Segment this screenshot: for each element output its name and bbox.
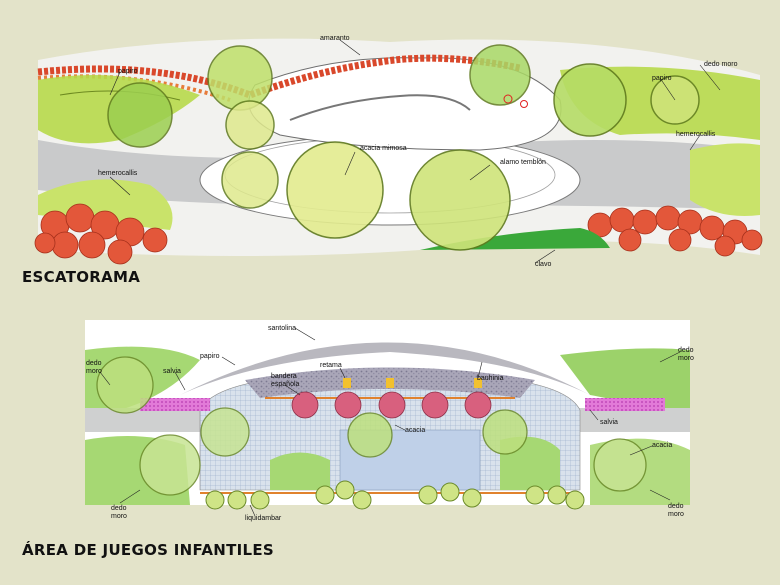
label-acacia-right: acacia [652,442,672,449]
label-hemerocallis-left: hemerocallis [98,170,138,177]
label-papiro-right: papiro [652,75,672,82]
label-hemerocallis-right: hemerocallis [676,131,716,138]
label-alamo-temblon: alamo temblón [500,159,546,166]
escatorama-plan: amaranto papiro papiro dedo moro hemeroc… [34,35,763,268]
area-juegos-plan: santolina dedo moro papiro salvia retama… [85,320,694,522]
label-dedo-moro-top-left-2: moro [86,368,102,375]
plan-title-area-juegos: ÁREA DE JUEGOS INFANTILES [22,541,274,559]
label-acacia-mimosa: acacia mimosa [360,145,407,152]
label-amaranto: amaranto [320,35,350,42]
label-dedo-moro-top-left-1: dedo [86,360,102,367]
label-dedo-moro-top-right-2: moro [678,355,694,362]
label-dedo-moro-top-right-1: dedo [678,347,694,354]
label-bandera-2: española [271,381,300,388]
label-dedo-moro-bottom-left-2: moro [111,513,127,520]
label-clavo: clavo [535,261,551,268]
label-bauhinia: bauhinia [477,375,504,382]
label-retama: retama [320,362,342,369]
label-liquidambar: liquidambar [245,515,282,522]
label-acacia-center: acacia [405,427,425,434]
label-dedo-moro: dedo moro [704,61,738,68]
label-salvia-left: salvia [163,368,181,375]
label-bandera-1: bandera [271,373,297,380]
label-dedo-moro-bottom-left-1: dedo [111,505,127,512]
label-papiro-left: papiro [118,68,138,75]
label-papiro: papiro [200,353,220,360]
label-santolina: santolina [268,325,296,332]
label-dedo-moro-bottom-right-1: dedo [668,503,684,510]
plan-title-escatorama: ESCATORAMA [22,268,141,286]
label-dedo-moro-bottom-right-2: moro [668,511,684,518]
label-salvia-right: salvia [600,419,618,426]
